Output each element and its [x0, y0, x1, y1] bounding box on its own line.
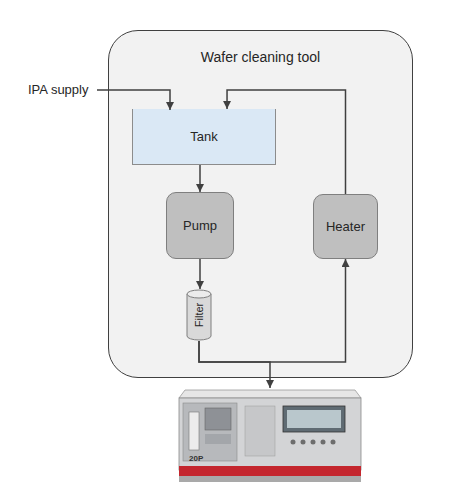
particle-counter-illustration: [179, 390, 361, 482]
node-text: Wafer cleaning tool: [109, 49, 412, 65]
process-box: Heater: [313, 194, 378, 259]
process-box: Pump: [166, 192, 234, 259]
node-text: 20P: [189, 454, 203, 463]
particle-counter: 20P: [175, 388, 365, 484]
cylinder-top: [187, 290, 211, 298]
node-text: Filter: [193, 303, 205, 327]
flow-arrow: [199, 165, 201, 192]
supply-label: IPA supply: [28, 82, 88, 97]
filter-cylinder: Filter: [186, 289, 212, 341]
flow-arrow: [199, 259, 346, 362]
cylinder-body: [187, 294, 211, 340]
node-text: Heater: [326, 219, 365, 234]
flow-arrow: [199, 259, 201, 289]
node-text: Pump: [183, 218, 217, 233]
tool-enclosure: Wafer cleaning toolTankPump HeaterFilter: [108, 30, 413, 378]
flow-arrow: [227, 90, 345, 194]
flow-arrow: [199, 341, 270, 388]
tank: Tank: [132, 109, 276, 165]
node-text: Tank: [190, 129, 217, 144]
